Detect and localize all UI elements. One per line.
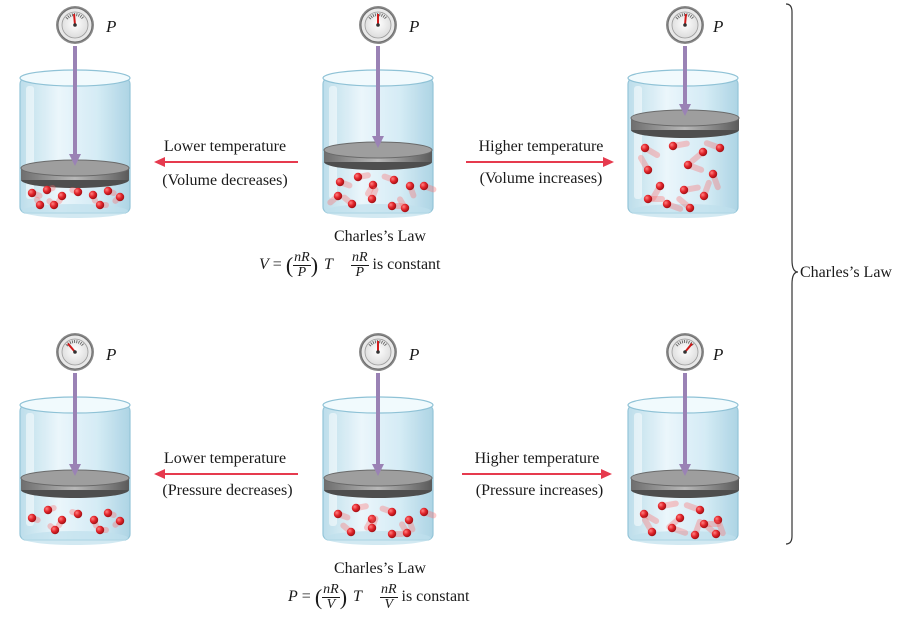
- molecule: [28, 189, 36, 197]
- molecule: [420, 508, 428, 516]
- molecule: [406, 182, 414, 190]
- molecule: [388, 508, 396, 516]
- molecule: [334, 192, 342, 200]
- top-law-title: Charles’s Law: [300, 228, 460, 246]
- molecule: [388, 530, 396, 538]
- molecule: [680, 186, 688, 194]
- molecule: [668, 524, 676, 532]
- molecule: [684, 161, 692, 169]
- bottom-right-arrow-label: Higher temperature: [452, 450, 622, 468]
- molecule: [116, 517, 124, 525]
- molecule: [401, 204, 409, 212]
- molecule: [348, 200, 356, 208]
- molecule: [405, 516, 413, 524]
- molecule: [36, 201, 44, 209]
- bottom-right-arrow-sublabel: (Pressure increases): [452, 482, 627, 500]
- molecule: [96, 526, 104, 534]
- molecule: [658, 502, 666, 510]
- molecule: [716, 144, 724, 152]
- molecule: [96, 201, 104, 209]
- molecule: [644, 166, 652, 174]
- bottom-law-title: Charles’s Law: [300, 560, 460, 578]
- molecule: [691, 531, 699, 539]
- molecule: [403, 529, 411, 537]
- brace-label: Charles’s Law: [800, 264, 892, 282]
- molecule: [700, 520, 708, 528]
- molecule: [686, 204, 694, 212]
- molecule: [390, 176, 398, 184]
- top-left-arrow-label: Lower temperature: [140, 138, 310, 156]
- arrow-lower-temperature-top: [154, 157, 298, 167]
- molecule: [334, 510, 342, 518]
- molecule: [58, 192, 66, 200]
- molecule: [641, 144, 649, 152]
- molecule: [700, 192, 708, 200]
- arrow-lower-temperature-bottom: [154, 469, 298, 479]
- molecule: [388, 202, 396, 210]
- gauge-icon: [359, 6, 397, 44]
- top-left-arrow-sublabel: (Volume decreases): [140, 172, 310, 190]
- molecule: [648, 528, 656, 536]
- gauge-icon: [56, 6, 94, 44]
- gauge-icon: [666, 333, 704, 371]
- molecule: [699, 148, 707, 156]
- top-right-arrow-sublabel: (Volume increases): [456, 170, 626, 188]
- pressure-label-6: P: [713, 345, 723, 365]
- molecule: [44, 506, 52, 514]
- pressure-label-3: P: [713, 17, 723, 37]
- bottom-left-arrow-label: Lower temperature: [140, 450, 310, 468]
- molecule: [368, 195, 376, 203]
- molecule: [709, 170, 717, 178]
- molecule: [368, 524, 376, 532]
- molecule: [696, 506, 704, 514]
- right-brace: [786, 4, 798, 544]
- pressure-label-1: P: [106, 17, 116, 37]
- molecule: [74, 188, 82, 196]
- molecule: [51, 526, 59, 534]
- arrow-higher-temperature-top: [466, 157, 614, 167]
- molecule: [644, 195, 652, 203]
- molecule: [116, 193, 124, 201]
- molecule: [352, 504, 360, 512]
- gauge-icon: [666, 6, 704, 44]
- molecule: [420, 182, 428, 190]
- pressure-label-4: P: [106, 345, 116, 365]
- molecule: [104, 187, 112, 195]
- top-right-arrow-label: Higher temperature: [456, 138, 626, 156]
- pressure-label-2: P: [409, 17, 419, 37]
- molecule: [676, 514, 684, 522]
- molecule: [74, 510, 82, 518]
- molecule: [336, 178, 344, 186]
- molecule: [669, 142, 677, 150]
- pressure-label-5: P: [409, 345, 419, 365]
- gauge-icon: [56, 333, 94, 371]
- molecule: [89, 191, 97, 199]
- molecule: [712, 530, 720, 538]
- arrow-higher-temperature-bottom: [462, 469, 612, 479]
- molecule: [28, 514, 36, 522]
- molecule: [640, 510, 648, 518]
- molecule: [354, 173, 362, 181]
- molecule: [347, 528, 355, 536]
- bottom-left-arrow-sublabel: (Pressure decreases): [140, 482, 315, 500]
- molecule: [656, 182, 664, 190]
- molecule: [90, 516, 98, 524]
- molecule: [58, 516, 66, 524]
- gauge-icon: [359, 333, 397, 371]
- molecule: [43, 186, 51, 194]
- molecule: [104, 509, 112, 517]
- molecule: [50, 201, 58, 209]
